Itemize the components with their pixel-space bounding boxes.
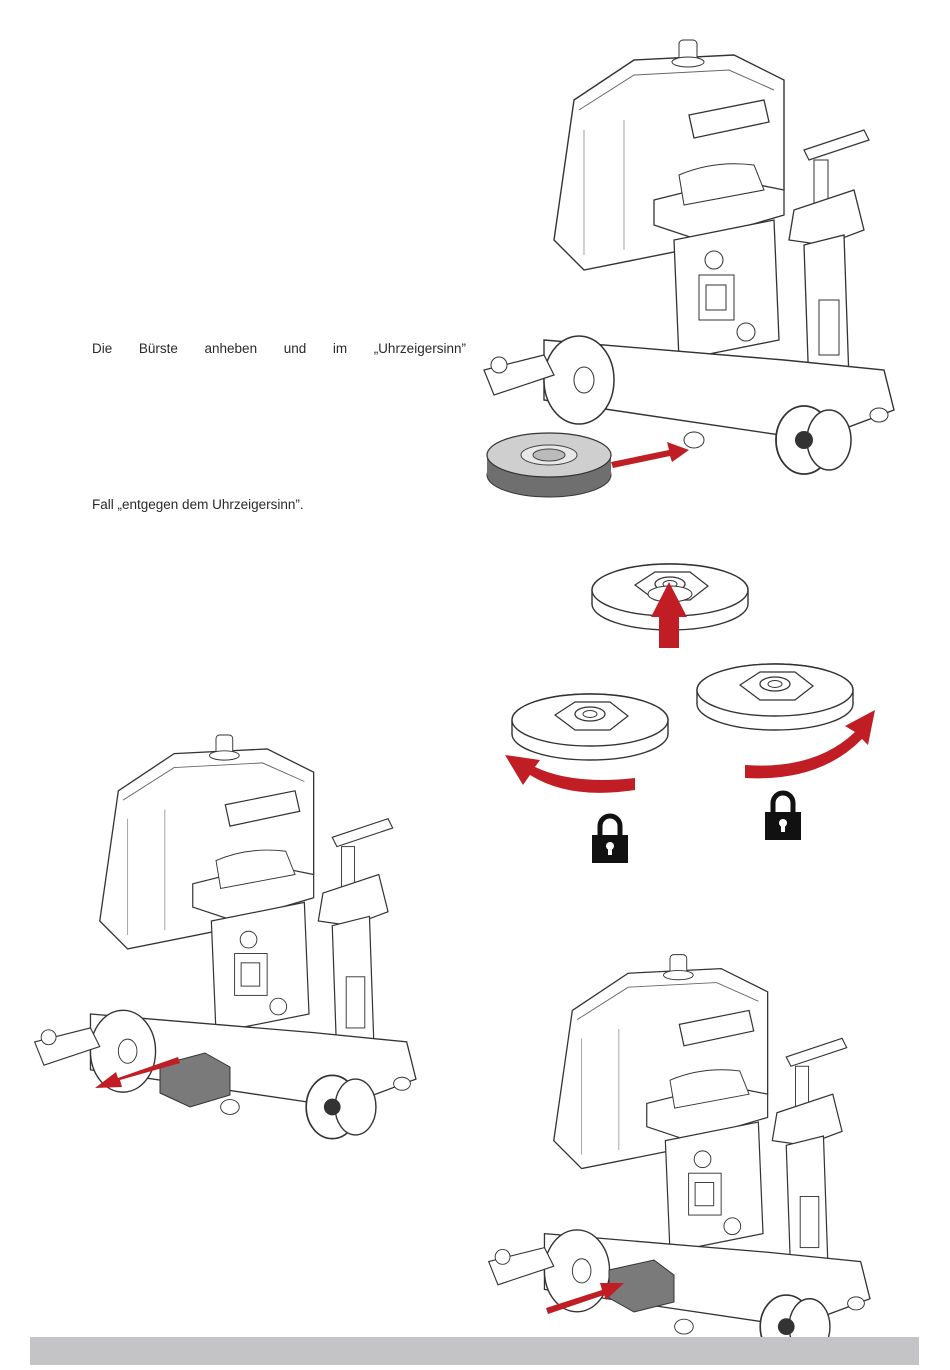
- rotate-arrow-left: [505, 755, 635, 793]
- footer-bar: [30, 1337, 919, 1365]
- machine-brush-remove-figure: [30, 735, 450, 1115]
- insert-arrow: [611, 442, 689, 468]
- machine-brush-install-figure: [484, 30, 924, 500]
- word: und: [284, 341, 307, 356]
- word: Die: [92, 341, 112, 356]
- brush-lift-rotate-figure: [495, 520, 895, 870]
- brush-disc-right: [697, 664, 853, 730]
- brush-disc-left: [512, 694, 668, 760]
- lock-icon: [765, 793, 801, 840]
- instruction-line-1: Die Bürste anheben und im „Uhrzeigersinn…: [92, 341, 466, 356]
- word: anheben: [205, 341, 258, 356]
- word: im: [333, 341, 347, 356]
- brush-disc: [487, 433, 611, 497]
- machine-brush-install-final-figure: [484, 950, 924, 1330]
- lock-icon: [592, 816, 628, 863]
- word: „Uhrzeigersinn”: [374, 341, 466, 356]
- word: Bürste: [139, 341, 178, 356]
- instruction-line-2: Fall „entgegen dem Uhrzeigersinn”.: [92, 497, 304, 512]
